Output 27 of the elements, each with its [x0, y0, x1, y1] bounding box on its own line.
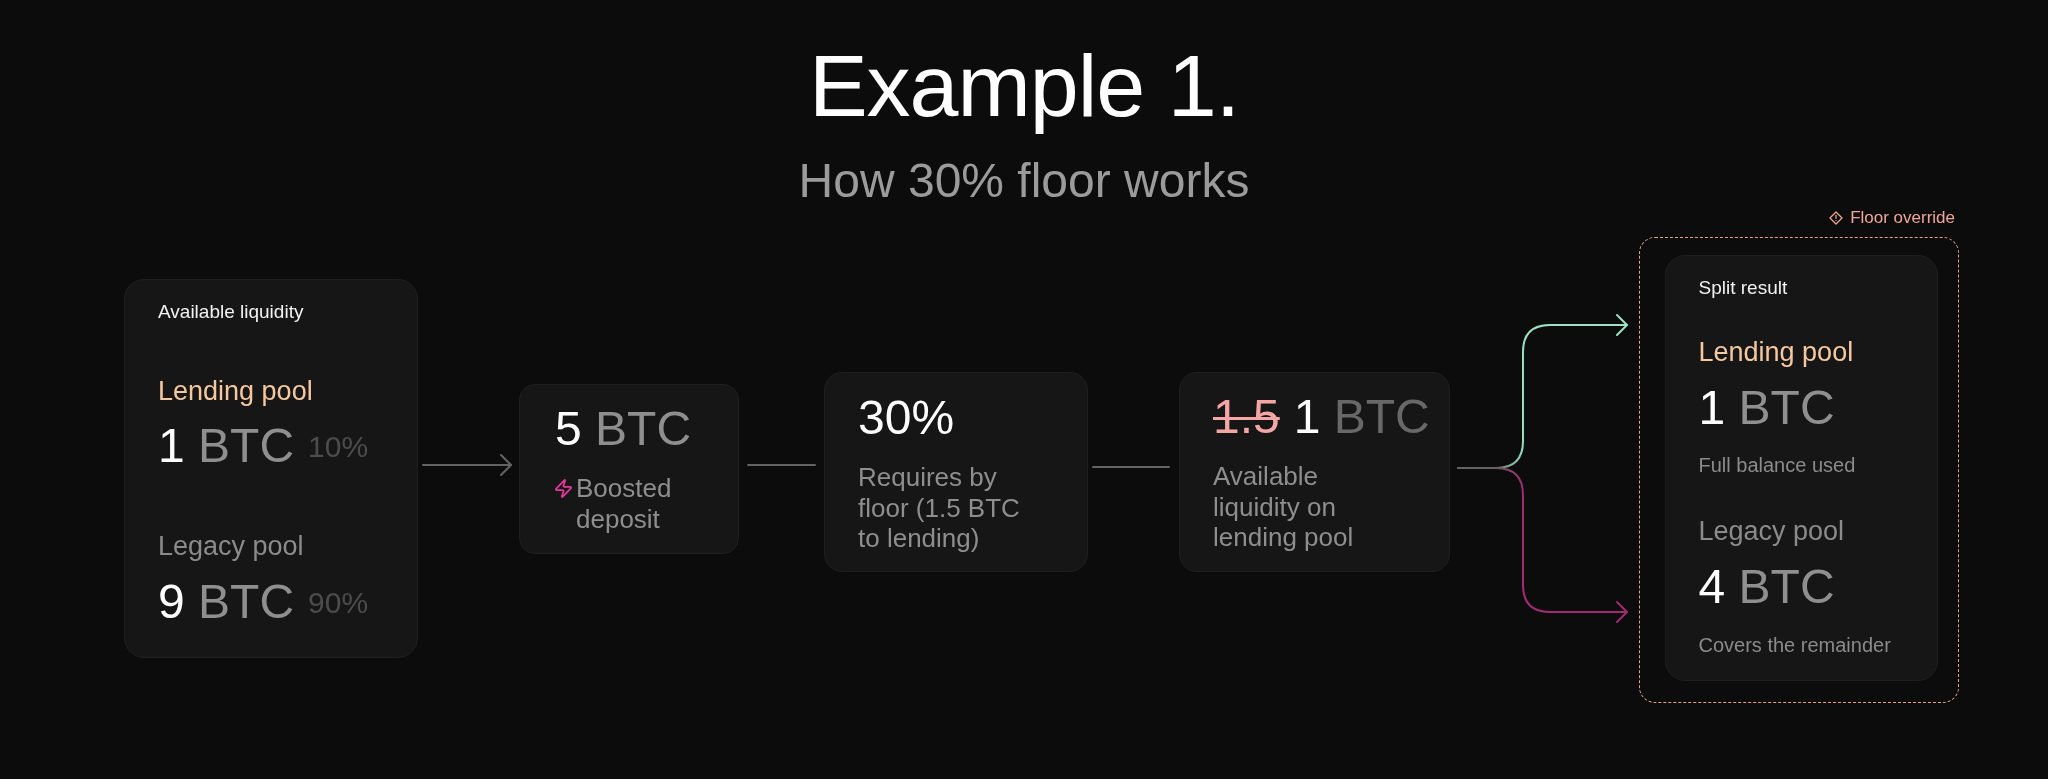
- pool-label: Legacy pool: [1698, 515, 1845, 548]
- diagram-subtitle: How 30% floor works: [798, 152, 1250, 209]
- pool-label: Legacy pool: [158, 530, 304, 563]
- diagram-title: Example 1.: [808, 38, 1240, 135]
- amount-value: 1 BTC: [1698, 381, 1835, 435]
- card-description: Requires by floor (1.5 BTC to lending): [858, 462, 1021, 554]
- arrow: [1457, 467, 1628, 623]
- pool-label: Lending pool: [158, 374, 313, 408]
- card-heading: Available liquidity: [158, 301, 304, 324]
- connector-line: [1092, 466, 1170, 468]
- amount-value: 1 BTC: [1293, 390, 1430, 444]
- amount-value: 5 BTC: [555, 402, 692, 456]
- note-text: Covers the remainder: [1698, 632, 1891, 657]
- info-card: [519, 384, 739, 554]
- card-description: Available liquidity on lending pool: [1213, 461, 1355, 553]
- card-description: Boosted deposit: [576, 473, 673, 535]
- card-heading: Split result: [1698, 276, 1788, 300]
- amount-value: 1 BTC: [158, 420, 295, 473]
- arrow: [422, 454, 512, 476]
- connector-line: [747, 464, 816, 466]
- group-heading: Floor override: [1850, 207, 1955, 228]
- pool-label: Lending pool: [1698, 336, 1854, 369]
- amount-value: 9 BTC: [158, 576, 295, 630]
- amount-value: 30%: [858, 391, 955, 445]
- note-text: Full balance used: [1698, 453, 1856, 478]
- struck-value: 1.5: [1213, 390, 1280, 444]
- amount-value: 4 BTC: [1698, 560, 1835, 614]
